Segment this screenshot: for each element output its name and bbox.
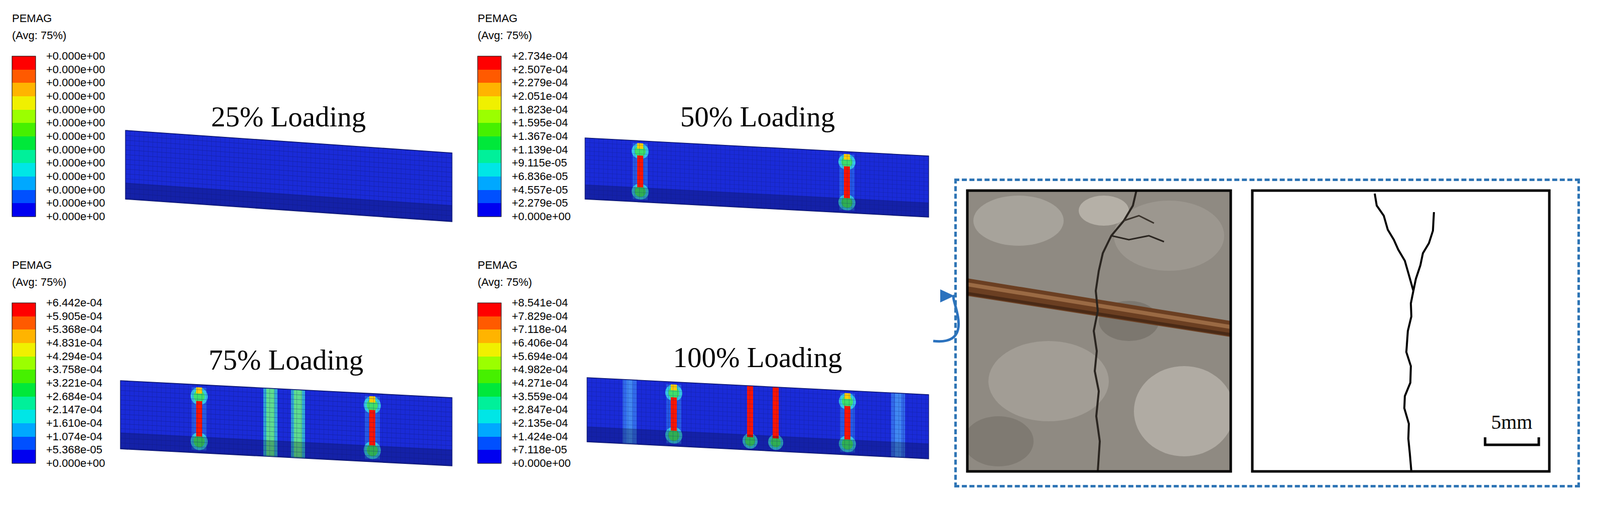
legend-value: +6.442e-04 [46,297,103,310]
beam-model [585,137,929,218]
legend-value: +2.135e-04 [511,417,568,430]
color-bar [477,56,502,217]
legend-value: +1.139e-04 [511,143,568,157]
legend-title: PEMAG [12,12,52,25]
legend-title: PEMAG [477,259,518,272]
legend-value: +0.000e+00 [46,157,105,170]
load-label: 75% Loading [117,343,455,377]
legend-value: +0.000e+00 [511,210,571,223]
beam-model [587,377,929,460]
legend-value: +5.368e-04 [46,323,103,336]
contour-plot: 75% Loading [117,343,455,475]
legend-value: +0.000e+00 [46,184,105,197]
scale-bar [1485,437,1539,446]
legend-value: +0.000e+00 [511,457,571,470]
sketch-frame [1252,190,1550,472]
legend-value: +0.000e+00 [46,90,105,103]
contour-plot: 50% Loading [582,100,934,226]
legend-value: +7.118e-05 [511,444,567,457]
legend-note: (Avg: 75%) [477,29,532,42]
contour-plot: 100% Loading [582,341,934,472]
legend-note: (Avg: 75%) [12,276,67,289]
legend-value: +3.221e-04 [46,377,103,390]
legend-value: +0.000e+00 [46,130,105,143]
legend-value: +0.000e+00 [46,103,105,116]
legend-value: +2.734e-04 [511,50,568,63]
legend-value: +7.829e-04 [511,310,568,323]
legend-value: +2.051e-04 [511,90,568,103]
legend-title: PEMAG [12,259,52,272]
legend-value: +4.294e-04 [46,350,103,363]
legend-value: +5.694e-04 [511,350,568,363]
legend-value: +1.823e-04 [511,103,568,116]
photo-frame [967,190,1231,472]
beam-model [120,380,453,467]
legend-title: PEMAG [477,12,518,25]
crack-sketch [1374,193,1414,472]
detail-frame: 5mm [954,178,1580,488]
legend-value: +2.147e-04 [46,403,103,416]
legend-note: (Avg: 75%) [477,276,532,289]
legend-value: +4.982e-04 [511,363,568,376]
legend-value: +1.074e-04 [46,430,103,444]
legend-value: +3.758e-04 [46,363,103,376]
legend-value: +2.279e-05 [511,197,568,210]
load-label: 50% Loading [582,100,934,133]
legend-value: +3.559e-04 [511,390,568,403]
crack-sketch [1413,212,1434,292]
legend-value: +1.367e-04 [511,130,568,143]
color-bar [477,303,502,464]
legend-value: +4.831e-04 [46,337,103,350]
legend-value: +2.847e-04 [511,403,568,416]
scale-label: 5mm [1491,411,1533,434]
legend-value: +1.595e-04 [511,116,568,129]
legend-value: +2.279e-04 [511,76,568,89]
beam-model [125,130,453,222]
legend-value: +6.836e-05 [511,170,568,183]
legend-value: +5.368e-05 [46,444,103,457]
legend-value: +0.000e+00 [46,143,105,157]
legend-note: (Avg: 75%) [12,29,67,42]
crack-photo [967,190,1231,472]
color-bar [12,56,36,217]
color-bar [12,303,36,464]
legend-value: +1.610e-04 [46,417,103,430]
legend-value: +0.000e+00 [46,116,105,129]
legend-value: +0.000e+00 [46,210,105,223]
legend-value: +0.000e+00 [46,197,105,210]
legend-value: +9.115e-05 [511,157,567,170]
load-label: 25% Loading [120,100,457,133]
legend-value: +2.684e-04 [46,390,103,403]
legend-value: +0.000e+00 [46,170,105,183]
legend-value: +0.000e+00 [46,76,105,89]
legend-value: +0.000e+00 [46,457,105,470]
legend-value: +4.557e-05 [511,184,568,197]
legend-value: +8.541e-04 [511,297,568,310]
load-label: 100% Loading [582,341,934,374]
legend-value: +5.905e-04 [46,310,103,323]
legend-value: +4.271e-04 [511,377,568,390]
legend-value: +2.507e-04 [511,63,568,76]
legend-value: +6.406e-04 [511,337,568,350]
contour-plot: 25% Loading [120,100,457,226]
legend-value: +0.000e+00 [46,50,105,63]
legend-value: +0.000e+00 [46,63,105,76]
legend-value: +1.424e-04 [511,430,568,444]
legend-value: +7.118e-04 [511,323,567,336]
